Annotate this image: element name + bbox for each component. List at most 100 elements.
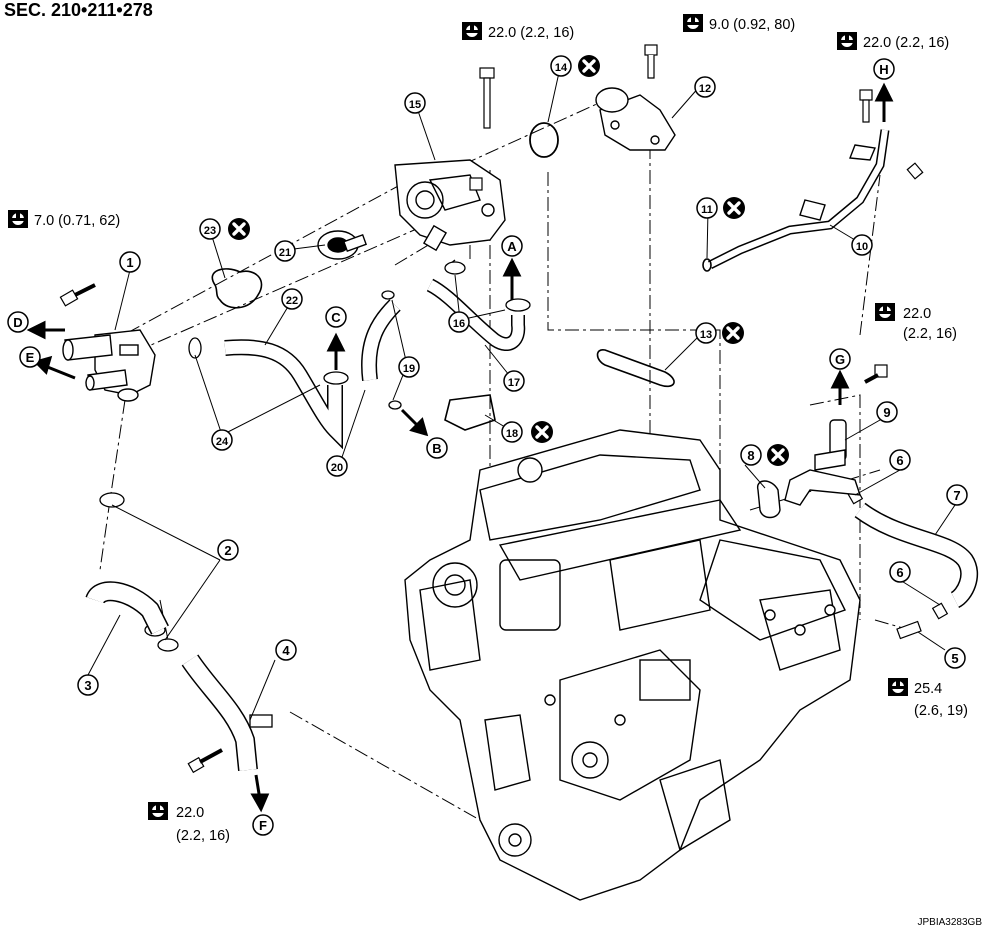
part-22: 22: [281, 288, 303, 310]
svg-text:F: F: [259, 818, 267, 833]
part-17: 17: [503, 370, 525, 392]
svg-text:7: 7: [953, 488, 960, 503]
svg-text:22: 22: [286, 295, 298, 307]
svg-text:19: 19: [403, 363, 415, 375]
bolt-7: [59, 283, 96, 307]
svg-text:1: 1: [126, 255, 133, 270]
svg-text:G: G: [835, 352, 845, 367]
flow-arrows: [26, 82, 894, 813]
connection-labels: A B C D E F G H: [7, 58, 895, 836]
svg-text:17: 17: [508, 377, 520, 389]
part-15: 15: [404, 92, 426, 114]
torque-value: 25.4: [914, 681, 942, 697]
svg-text:E: E: [26, 350, 35, 365]
part-labels: 1 2 3 4 5 6 6 7 8 9 10 11 12 13 14 15 16…: [77, 55, 968, 696]
svg-text:3: 3: [84, 678, 91, 693]
bolt-f: [187, 748, 223, 774]
torque-wrench-icon: [875, 303, 895, 321]
svg-text:24: 24: [216, 436, 229, 448]
svg-text:23: 23: [204, 225, 216, 237]
do-not-reuse-icon: [226, 216, 252, 242]
svg-text:15: 15: [409, 99, 421, 111]
torque-value: (2.6, 19): [914, 703, 968, 719]
svg-text:21: 21: [279, 247, 291, 259]
svg-text:C: C: [331, 310, 341, 325]
conn-F: F: [252, 814, 274, 836]
part-8: 8: [740, 444, 762, 466]
part-12: 12: [694, 76, 716, 98]
conn-D: D: [7, 311, 29, 333]
svg-text:6: 6: [896, 565, 903, 580]
torque-wrench-icon: [148, 802, 168, 820]
bolt-g: [864, 364, 888, 384]
conn-G: G: [829, 348, 851, 370]
torque-22-h: 22.0 (2.2, 16): [837, 32, 949, 51]
gasket-23: [211, 268, 263, 309]
torque-wrench-icon: [837, 32, 857, 50]
part-13: 13: [695, 322, 717, 344]
torque-9: 9.0 (0.92, 80): [683, 14, 795, 33]
section-title: SEC. 210•211•278: [4, 0, 153, 20]
hose-22: [224, 339, 343, 450]
part-11: 11: [696, 197, 718, 219]
o-ring-11: [702, 258, 712, 272]
part-5: 5: [944, 647, 966, 669]
engine-block: [404, 429, 861, 901]
torque-value: (2.2, 16): [176, 828, 230, 844]
do-not-reuse-icon: [576, 53, 602, 79]
part-20: 20: [326, 455, 348, 477]
part-23: 23: [199, 218, 221, 240]
torque-value: 22.0: [903, 306, 931, 322]
conn-A: A: [501, 235, 523, 257]
water-inlet-1: [62, 329, 156, 402]
do-not-reuse-icon: [720, 320, 746, 346]
torque-value: 9.0 (0.92, 80): [709, 17, 795, 33]
bolt-h: [859, 89, 924, 180]
svg-text:20: 20: [331, 462, 343, 474]
gasket-13: [596, 349, 675, 388]
part-24: 24: [211, 429, 233, 451]
torque-value: 22.0 (2.2, 16): [488, 25, 574, 41]
svg-text:B: B: [432, 441, 441, 456]
conn-H: H: [873, 58, 895, 80]
svg-text:5: 5: [951, 651, 958, 666]
svg-text:A: A: [507, 239, 517, 254]
pipe-4: [181, 654, 273, 771]
bolt-9: [644, 44, 658, 79]
gasket-8: [757, 480, 781, 519]
bolt-long: [479, 67, 495, 129]
svg-text:12: 12: [699, 83, 711, 95]
part-2: 2: [217, 539, 239, 561]
image-code: JPBIA3283GB: [917, 917, 982, 928]
torque-7: 7.0 (0.71, 62): [8, 210, 120, 229]
bolt-23: [469, 177, 483, 191]
torque-25: 25.4 (2.6, 19): [888, 678, 968, 719]
water-pipe-12: [595, 87, 676, 151]
part-10: 10: [851, 234, 873, 256]
water-outlet-assembly: [394, 159, 506, 252]
svg-text:H: H: [879, 62, 888, 77]
conn-E: E: [19, 346, 41, 368]
conn-C: C: [325, 306, 347, 328]
hose-3: [85, 581, 169, 635]
part-6b: 6: [889, 561, 911, 583]
svg-text:2: 2: [224, 543, 231, 558]
torque-wrench-icon: [8, 210, 28, 228]
part-21: 21: [274, 240, 296, 262]
conn-B: B: [426, 437, 448, 459]
svg-text:16: 16: [453, 318, 465, 330]
connector-5: [896, 620, 922, 640]
torque-wrench-icon: [888, 678, 908, 696]
part-9: 9: [876, 401, 898, 423]
svg-text:6: 6: [896, 453, 903, 468]
torque-22-top: 22.0 (2.2, 16): [462, 22, 574, 41]
part-19: 19: [398, 356, 420, 378]
svg-text:18: 18: [506, 428, 518, 440]
part-16: 16: [448, 311, 470, 333]
svg-text:4: 4: [282, 643, 290, 658]
part-4: 4: [275, 639, 297, 661]
svg-text:11: 11: [701, 204, 713, 216]
hose-20: [361, 299, 401, 381]
